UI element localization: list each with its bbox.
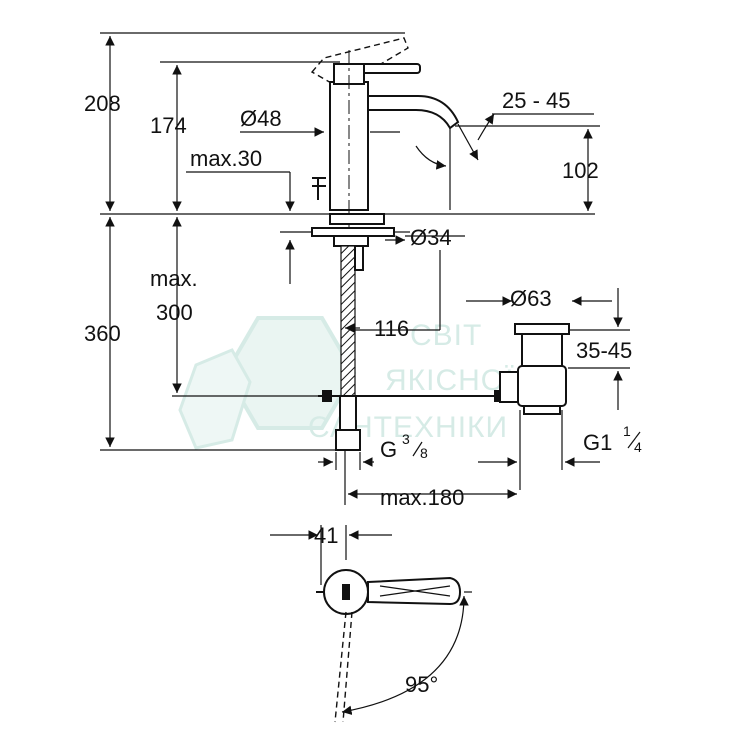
- dim-lever-angle: 95°: [405, 672, 438, 697]
- faucet-side-view: [310, 37, 460, 230]
- linkage-clip-left: [322, 390, 332, 402]
- dim-hole-diameter: Ø34: [410, 225, 452, 250]
- dim-drain-max-distance: max.180: [380, 485, 464, 510]
- dim-drain-diameter: Ø63: [510, 286, 552, 311]
- faucet-top-view: 41 95°: [270, 523, 472, 723]
- dimension-208: 208: [84, 36, 121, 211]
- drain-nut: [523, 405, 561, 415]
- dimension-max-300: max. 300: [150, 217, 198, 393]
- top-view-cartridge: [342, 584, 350, 600]
- dim-max-below-label: max.: [150, 266, 198, 291]
- hose-connector: [339, 395, 357, 431]
- supply-hoses: 116: [335, 245, 441, 451]
- dim-drain-range: 35-45: [576, 338, 632, 363]
- supply-hose-right: [354, 245, 364, 271]
- dim-drain-thread-den: 4: [634, 439, 642, 455]
- dim-total-height: 208: [84, 91, 121, 116]
- dim-max-below-value: 300: [156, 300, 193, 325]
- dim-below-depth: 360: [84, 321, 121, 346]
- dimension-spout: 25 - 45 102: [415, 88, 599, 211]
- deck-section: Ø34: [280, 213, 465, 250]
- faucet-spout: [368, 95, 460, 130]
- dim-spout-swivel: 25 - 45: [502, 88, 571, 113]
- drain-linkage-port: [499, 371, 519, 403]
- watermark-line-2: ЯКІСНОЇ: [385, 364, 514, 397]
- dim-spout-projection: 102: [562, 158, 599, 183]
- dim-hose-thread: G: [380, 437, 397, 462]
- dim-drain-thread-num: 1: [623, 423, 631, 439]
- drain-flange: [514, 323, 570, 335]
- drain-assembly: Ø63 35-45 G1 1 4: [466, 286, 642, 490]
- dim-hose-thread-num: 3: [402, 431, 410, 447]
- deck-nut: [333, 235, 369, 247]
- supply-hose-left: [340, 245, 356, 397]
- deck-clamp: [329, 213, 385, 225]
- dim-drain-thread: G1: [583, 430, 612, 455]
- watermark-bath-icon: [178, 348, 252, 450]
- dim-hose-offset: 116: [374, 316, 409, 341]
- dim-max-deck: max.30: [190, 146, 262, 171]
- watermark-line-1: СВІТ: [410, 319, 482, 352]
- dimension-drain-distance: max.180: [344, 450, 517, 510]
- dim-body-diameter: Ø48: [240, 106, 282, 131]
- dimension-360: 360: [84, 217, 121, 447]
- popup-rod: [312, 177, 326, 200]
- dim-lever-offset: 41: [314, 523, 338, 548]
- lever-rotated-outline: [334, 611, 347, 723]
- drain-body: [517, 365, 567, 407]
- watermark: СВІТ ЯКІСНОЇ САНТЕХНІКИ: [178, 316, 514, 450]
- dimension-174: 174: [150, 65, 187, 211]
- dim-hose-thread-den: 8: [420, 445, 428, 461]
- hose-nut: [335, 429, 361, 451]
- dimension-body-diameter: Ø48: [240, 106, 400, 137]
- drain-body-top: [521, 333, 563, 367]
- deck-washer: [311, 227, 395, 237]
- dimension-max-deck: max.30: [186, 146, 295, 284]
- dim-spout-height: 174: [150, 113, 187, 138]
- dimension-hose-thread: G 3 8: [318, 431, 428, 470]
